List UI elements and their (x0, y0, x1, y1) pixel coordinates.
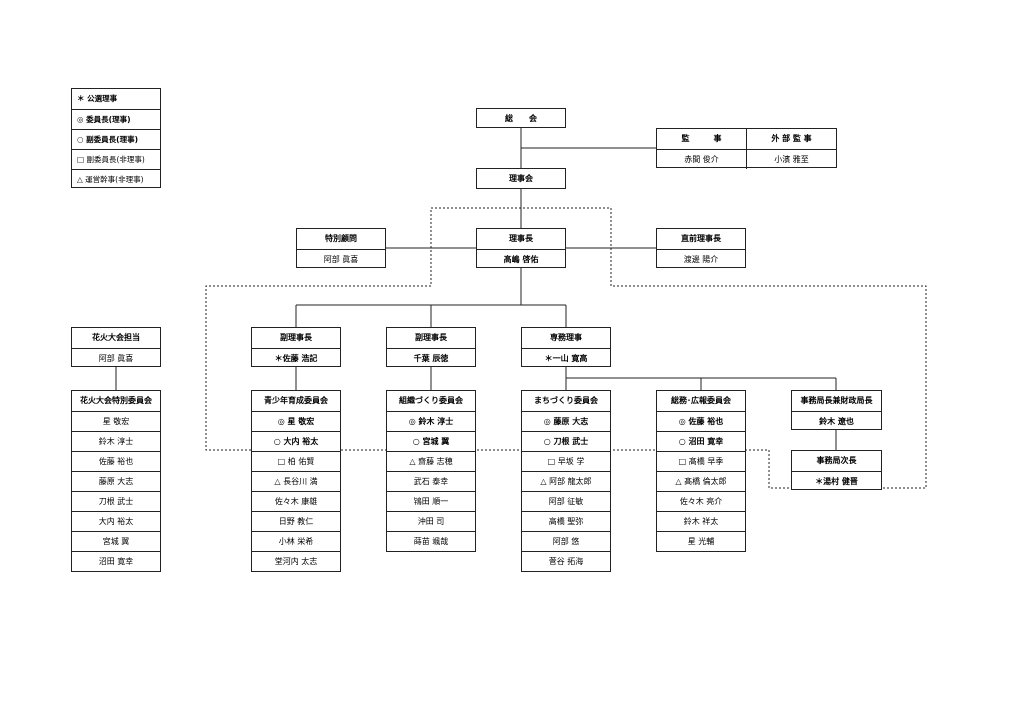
committee-title: 花火大会特別委員会 (80, 396, 152, 405)
committee-member: 蒔苗 颯哉 (387, 531, 475, 551)
committee-member: 佐々木 康雄 (252, 491, 340, 511)
external-auditor-title: 外 部 監 事 (746, 129, 836, 149)
fireworks-rep-title: 花火大会担当 (92, 333, 140, 342)
committee-member: 藤原 大志 (72, 471, 160, 491)
auditors-box: 監 事 外 部 監 事 赤間 俊介 小濱 雅至 (656, 128, 837, 169)
committee-member: 沼田 寛幸 (72, 551, 160, 571)
general-assembly-title: 総 会 (505, 114, 537, 123)
youth-committee-box: 青少年育成委員会 ◎ 星 敬宏 ○ 大内 裕太 □ 柏 佑賢 △ 長谷川 満 佐… (251, 390, 341, 572)
committee-member: 阿部 征敏 (522, 491, 610, 511)
committee-title: 青少年育成委員会 (264, 396, 328, 405)
secretary-general-name: 鈴木 遼也 (792, 411, 881, 431)
committee-member: ○ 刀根 武士 (522, 431, 610, 451)
board-title: 理事会 (509, 174, 533, 183)
past-chair-box: 直前理事長 渡邊 陽介 (656, 228, 746, 268)
vice-chair-box: 副理事長 千葉 辰徳 (386, 327, 476, 367)
committee-member: 鈴木 祥太 (657, 511, 745, 531)
vice-chair-name: ＊佐藤 浩記 (252, 348, 340, 368)
committee-member: 阿部 悠 (522, 531, 610, 551)
secretary-general-box: 事務局長兼財政局長 鈴木 遼也 (791, 390, 882, 430)
organization-committee-box: 組織づくり委員会 ◎ 鈴木 淳士 ○ 宮城 翼 △ 齋藤 志穂 武石 泰幸 鴇田… (386, 390, 476, 552)
committee-member: 高橋 聖弥 (522, 511, 610, 531)
committee-member: 佐藤 裕也 (72, 451, 160, 471)
deputy-secretary-box: 事務局次長 ＊湯村 健晋 (791, 450, 882, 490)
committee-member: 星 敬宏 (72, 411, 160, 431)
advisor-box: 特別顧問 阿部 眞喜 (296, 228, 386, 268)
committee-member: ◎ 藤原 大志 (522, 411, 610, 431)
vice-chair-name: 千葉 辰徳 (387, 348, 475, 368)
committee-member: △ 齋藤 志穂 (387, 451, 475, 471)
committee-member: 日野 教仁 (252, 511, 340, 531)
auditor-title: 監 事 (681, 134, 722, 143)
committee-member: ○ 大内 裕太 (252, 431, 340, 451)
town-committee-box: まちづくり委員会 ◎ 藤原 大志 ○ 刀根 武士 □ 早坂 学 △ 阿部 龍太郎… (521, 390, 611, 572)
executive-director-name: ＊一山 寛高 (522, 348, 610, 368)
committee-member: 大内 裕太 (72, 511, 160, 531)
committee-member: ○ 沼田 寛幸 (657, 431, 745, 451)
committee-member: 堂河内 太志 (252, 551, 340, 571)
vice-chair-box: 副理事長 ＊佐藤 浩記 (251, 327, 341, 367)
advisor-name: 阿部 眞喜 (297, 249, 385, 269)
general-assembly-box: 総 会 (476, 108, 566, 128)
legend-item: ◎ 委員長(理事) (72, 109, 160, 129)
committee-member: 菅谷 拓海 (522, 551, 610, 571)
board-box: 理事会 (476, 168, 566, 189)
legend-item: ○ 副委員長(理事) (72, 129, 160, 149)
committee-member: △ 長谷川 満 (252, 471, 340, 491)
committee-title: 総務･広報委員会 (671, 396, 731, 405)
legend-item: □ 副委員長(非理事) (72, 149, 160, 169)
committee-member: △ 阿部 龍太郎 (522, 471, 610, 491)
fireworks-rep-name: 阿部 眞喜 (72, 348, 160, 368)
past-chair-title: 直前理事長 (681, 234, 721, 243)
committee-member: □ 髙橋 早季 (657, 451, 745, 471)
committee-member: △ 髙橋 倫太郎 (657, 471, 745, 491)
committee-member: ◎ 鈴木 淳士 (387, 411, 475, 431)
chair-title: 理事長 (509, 234, 533, 243)
committee-member: 小林 栄希 (252, 531, 340, 551)
general-affairs-committee-box: 総務･広報委員会 ◎ 佐藤 裕也 ○ 沼田 寛幸 □ 髙橋 早季 △ 髙橋 倫太… (656, 390, 746, 552)
legend-item: ＊ 公選理事 (77, 94, 118, 103)
committee-member: 宮城 翼 (72, 531, 160, 551)
fireworks-rep-box: 花火大会担当 阿部 眞喜 (71, 327, 161, 367)
committee-member: □ 柏 佑賢 (252, 451, 340, 471)
committee-member: 刀根 武士 (72, 491, 160, 511)
committee-title: まちづくり委員会 (534, 396, 598, 405)
committee-member: □ 早坂 学 (522, 451, 610, 471)
past-chair-name: 渡邊 陽介 (657, 249, 745, 269)
legend-item: △ 運営幹事(非理事) (72, 169, 160, 189)
fireworks-committee-box: 花火大会特別委員会 星 敬宏 鈴木 淳士 佐藤 裕也 藤原 大志 刀根 武士 大… (71, 390, 161, 572)
committee-member: 武石 泰幸 (387, 471, 475, 491)
secretary-general-title: 事務局長兼財政局長 (800, 396, 873, 405)
committee-member: ◎ 星 敬宏 (252, 411, 340, 431)
chair-box: 理事長 髙嶋 啓佑 (476, 228, 566, 268)
committee-member: 星 光輔 (657, 531, 745, 551)
legend: ＊ 公選理事 ◎ 委員長(理事) ○ 副委員長(理事) □ 副委員長(非理事) … (71, 88, 161, 188)
chair-name: 髙嶋 啓佑 (477, 249, 565, 269)
committee-member: 佐々木 亮介 (657, 491, 745, 511)
executive-director-title: 専務理事 (550, 333, 582, 342)
auditor-name: 赤間 俊介 (684, 155, 719, 164)
deputy-secretary-title: 事務局次長 (816, 456, 857, 465)
vice-chair-title: 副理事長 (280, 333, 312, 342)
committee-member: 鴇田 順一 (387, 491, 475, 511)
deputy-secretary-name: ＊湯村 健晋 (792, 471, 881, 491)
committee-member: ○ 宮城 翼 (387, 431, 475, 451)
committee-member: 沖田 司 (387, 511, 475, 531)
executive-director-box: 専務理事 ＊一山 寛高 (521, 327, 611, 367)
external-auditor-name: 小濱 雅至 (746, 150, 836, 169)
committee-member: 鈴木 淳士 (72, 431, 160, 451)
advisor-title: 特別顧問 (325, 234, 357, 243)
committee-member: ◎ 佐藤 裕也 (657, 411, 745, 431)
vice-chair-title: 副理事長 (415, 333, 447, 342)
committee-title: 組織づくり委員会 (399, 396, 463, 405)
